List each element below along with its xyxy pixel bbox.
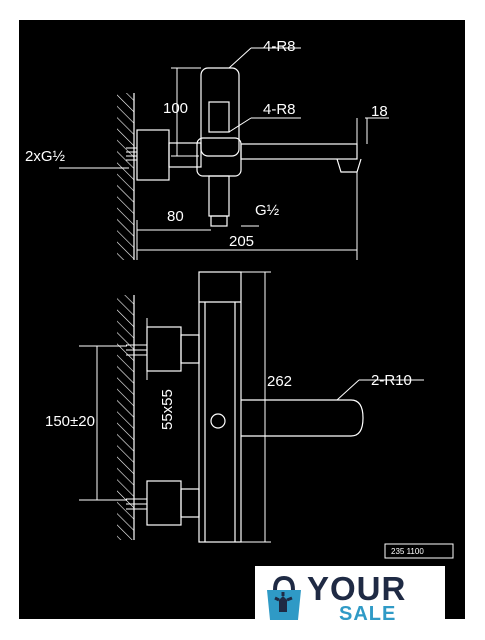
wall-hatch-top	[117, 93, 134, 260]
lever-pivot	[210, 413, 226, 429]
dim-square: 55x55	[159, 389, 176, 430]
dim-radius-lever: 2-R10	[371, 372, 412, 389]
dimension-lines-top	[59, 47, 389, 260]
shopping-bag-icon	[267, 575, 301, 620]
drawing-canvas: 4-R8 100 4-R8 18 2xG½ 80 G½ 205	[25, 38, 454, 559]
wall-hatch-front	[117, 295, 134, 540]
upper-inlet-flange	[146, 326, 182, 372]
technical-drawing: 4-R8 100 4-R8 18 2xG½ 80 G½ 205	[19, 20, 465, 619]
reference-code: 235 1100	[391, 547, 424, 556]
dim-radius-mid: 4-R8	[263, 101, 296, 118]
spout-outlet-top	[336, 158, 362, 173]
lever-handle	[241, 399, 364, 437]
front-view	[117, 271, 364, 543]
lower-inlet-flange	[146, 480, 182, 526]
dimension-lines-front	[79, 271, 424, 543]
dim-height-100: 100	[163, 100, 188, 117]
reference-box	[384, 543, 454, 559]
logo-word-your: YOUR	[307, 570, 407, 607]
spout-top	[240, 143, 358, 160]
mixer-body-top	[196, 137, 242, 177]
thread-marks-front	[126, 344, 147, 510]
dim-height-262: 262	[267, 373, 292, 390]
outlet-thread-top	[210, 215, 228, 227]
lower-inlet-pipe	[180, 488, 200, 518]
dim-length-205: 205	[229, 233, 254, 250]
dim-thread-outlet: G½	[255, 202, 280, 219]
dim-radius-top: 4-R8	[263, 38, 296, 55]
dim-spacing: 150±20	[45, 413, 95, 430]
thread-marks-top	[126, 147, 137, 161]
upper-inlet-pipe	[180, 334, 200, 364]
dim-thread-inlet: 2xG½	[25, 148, 66, 165]
dim-depth-80: 80	[167, 208, 184, 225]
inlet-pipe-top	[168, 142, 202, 168]
top-view	[117, 67, 362, 260]
inlet-flange-top	[136, 129, 170, 181]
dim-spout-18: 18	[371, 103, 388, 120]
outlet-pipe-top	[208, 175, 230, 217]
handle-body-top	[200, 67, 240, 157]
mixer-column	[198, 271, 242, 543]
handle-window-top	[208, 101, 230, 133]
brand-logo: YOUR SALE	[255, 566, 445, 630]
logo-word-sale: SALE	[339, 603, 397, 625]
